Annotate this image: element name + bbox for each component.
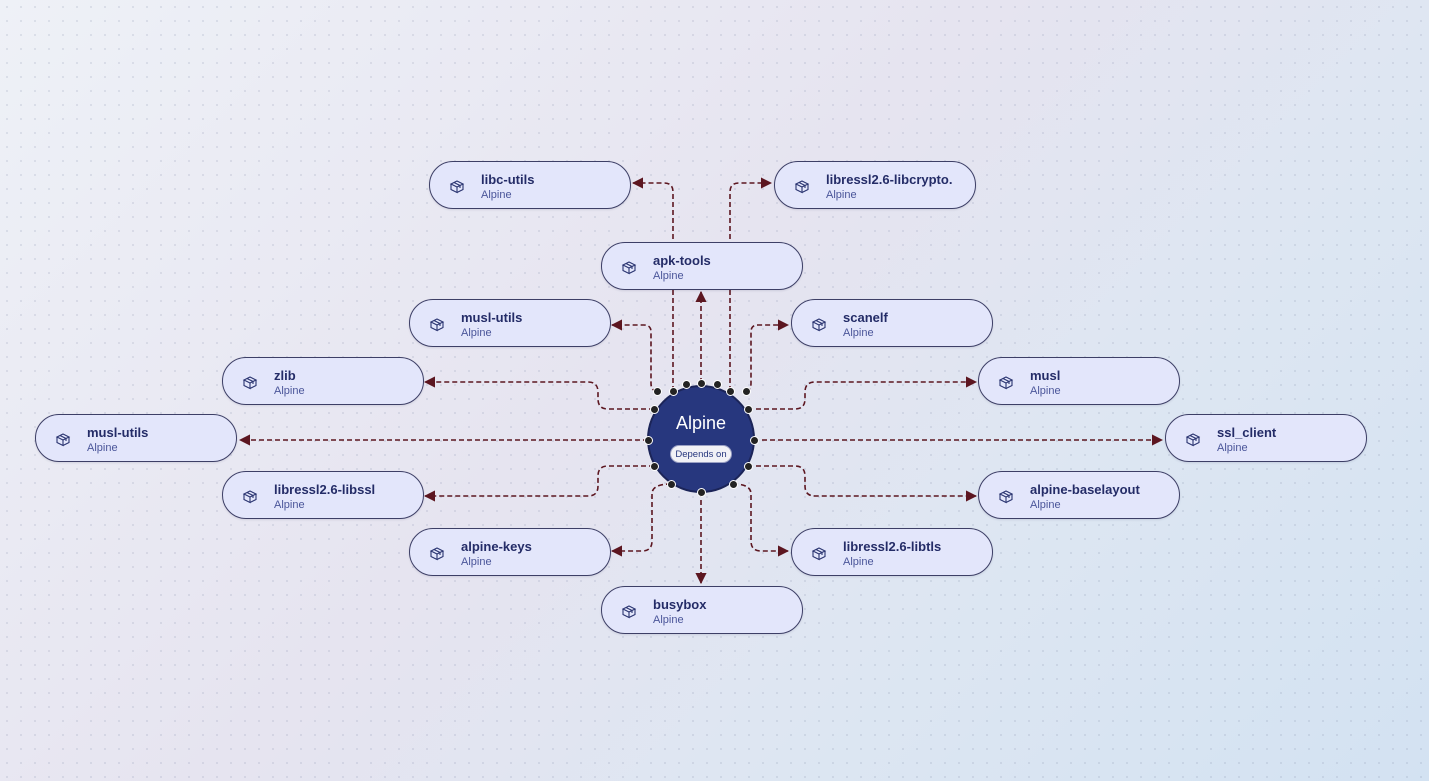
package-icon [429,547,445,561]
package-icon [794,180,810,194]
node-name: musl [1030,368,1061,383]
node-name: musl-utils [87,425,149,440]
center-node-title: Alpine [675,413,727,433]
node-name: apk-tools [653,253,711,268]
connection-port[interactable] [743,461,753,471]
connection-port[interactable] [643,435,653,445]
edge-musl [748,376,978,410]
package-icon [429,318,445,332]
package-icon [998,490,1014,504]
node-source: Alpine [461,327,492,339]
edge-libressl-libtls [732,483,790,557]
node-name: libc-utils [481,172,535,187]
edge-alpine-keys [610,483,672,557]
connection-port[interactable] [696,378,706,388]
node-source: Alpine [1030,385,1061,397]
node-name: busybox [653,597,707,612]
node-name: libressl2.6-libcrypto. [826,172,953,187]
node-source: Alpine [481,189,512,201]
connection-port[interactable] [681,379,691,389]
node-source: Alpine [843,556,874,568]
node-source: Alpine [274,499,305,511]
edge-scanelf [745,319,790,392]
node-source: Alpine [826,189,857,201]
edge-musl-utils [610,319,658,392]
center-node-alpine[interactable]: Alpine Depends on [647,385,755,493]
package-icon [998,376,1014,390]
node-source: Alpine [653,614,684,626]
connection-port[interactable] [743,404,753,414]
connection-port[interactable] [649,461,659,471]
edge-alpine-baselayout [748,465,978,502]
node-source: Alpine [653,270,684,282]
connection-port[interactable] [668,386,678,396]
node-name: ssl_client [1217,425,1277,440]
connection-port[interactable] [652,386,662,396]
connection-port[interactable] [749,435,759,445]
edge-zlib [423,376,654,410]
connection-port[interactable] [649,404,659,414]
package-icon [242,490,258,504]
package-icon [242,376,258,390]
node-source: Alpine [274,385,305,397]
connection-port[interactable] [741,386,751,396]
node-source: Alpine [1217,442,1248,454]
package-icon [449,180,465,194]
package-icon [55,433,71,447]
connection-port[interactable] [725,386,735,396]
node-source: Alpine [843,327,874,339]
package-icon [811,547,827,561]
connection-port[interactable] [712,379,722,389]
node-name: libressl2.6-libssl [274,482,376,497]
connection-port[interactable] [666,479,676,489]
package-icon [621,261,637,275]
node-libressl-libcrypto[interactable]: libressl2.6-libcrypto. Alpine [774,161,976,209]
connection-port[interactable] [728,479,738,489]
connection-port[interactable] [696,487,706,497]
depends-on-badge[interactable]: Depends on [670,445,732,463]
node-name: scanelf [843,310,888,325]
edge-libressl-libssl [423,465,654,502]
node-name: alpine-baselayout [1030,482,1140,497]
package-icon [1185,433,1201,447]
node-name: zlib [274,368,296,383]
package-icon [811,318,827,332]
node-source: Alpine [461,556,492,568]
node-name: libressl2.6-libtls [843,539,942,554]
node-source: Alpine [1030,499,1061,511]
node-name: alpine-keys [461,539,532,554]
node-source: Alpine [87,442,118,454]
package-icon [621,605,637,619]
node-name: musl-utils [461,310,523,325]
